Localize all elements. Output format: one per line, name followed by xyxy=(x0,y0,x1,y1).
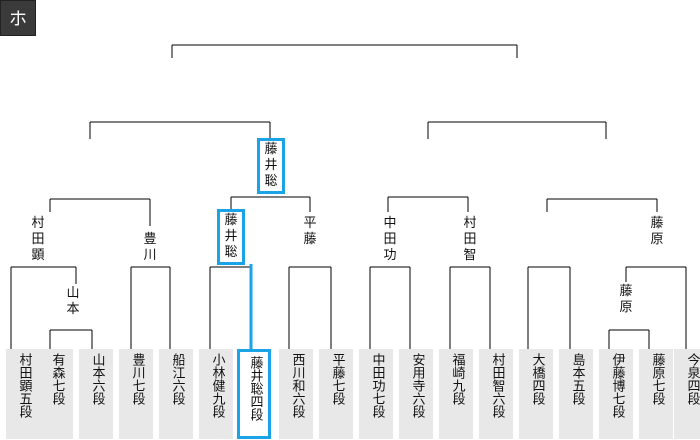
player-card: 藤原七段 xyxy=(639,349,673,439)
player-card: 今泉四段 xyxy=(674,349,700,439)
player-card: 伊藤博七段 xyxy=(599,349,633,439)
winner-label-r1-5: 中田功 xyxy=(373,216,407,264)
winner-label-r1-8: 藤原 xyxy=(640,216,674,248)
winner-label-r1-6: 村田智 xyxy=(453,216,487,264)
player-card: 豊川七段 xyxy=(119,349,153,439)
winner-label-r1-1: 村田顕 xyxy=(21,216,55,264)
player-card: 有森七段 xyxy=(39,349,73,439)
player-card: 船江六段 xyxy=(159,349,193,439)
bracket-block-badge: ホ xyxy=(0,0,36,36)
player-card: 小林健九段 xyxy=(199,349,233,439)
player-card: 大橋四段 xyxy=(519,349,553,439)
player-card: 山本六段 xyxy=(79,349,113,439)
player-card: 島本五段 xyxy=(559,349,593,439)
winner-label-r1-2: 豊川 xyxy=(133,232,167,264)
winner-label-r1-4: 平藤 xyxy=(293,216,327,248)
player-card: 福崎九段 xyxy=(439,349,473,439)
player-card: 村田顕五段 xyxy=(6,349,40,439)
winner-box-r2-2: 藤井聡 xyxy=(257,138,285,194)
player-card: 村田智六段 xyxy=(479,349,513,439)
player-card: 中田功七段 xyxy=(359,349,393,439)
winner-label-prelim-a: 山本 xyxy=(56,286,90,318)
player-card: 藤井聡四段 xyxy=(237,349,271,439)
player-card: 安用寺六段 xyxy=(399,349,433,439)
player-card: 平藤七段 xyxy=(319,349,353,439)
winner-label-prelim-b: 藤原 xyxy=(609,284,643,316)
winner-box-r1-3: 藤井聡 xyxy=(217,209,245,265)
player-card: 西川和六段 xyxy=(279,349,313,439)
